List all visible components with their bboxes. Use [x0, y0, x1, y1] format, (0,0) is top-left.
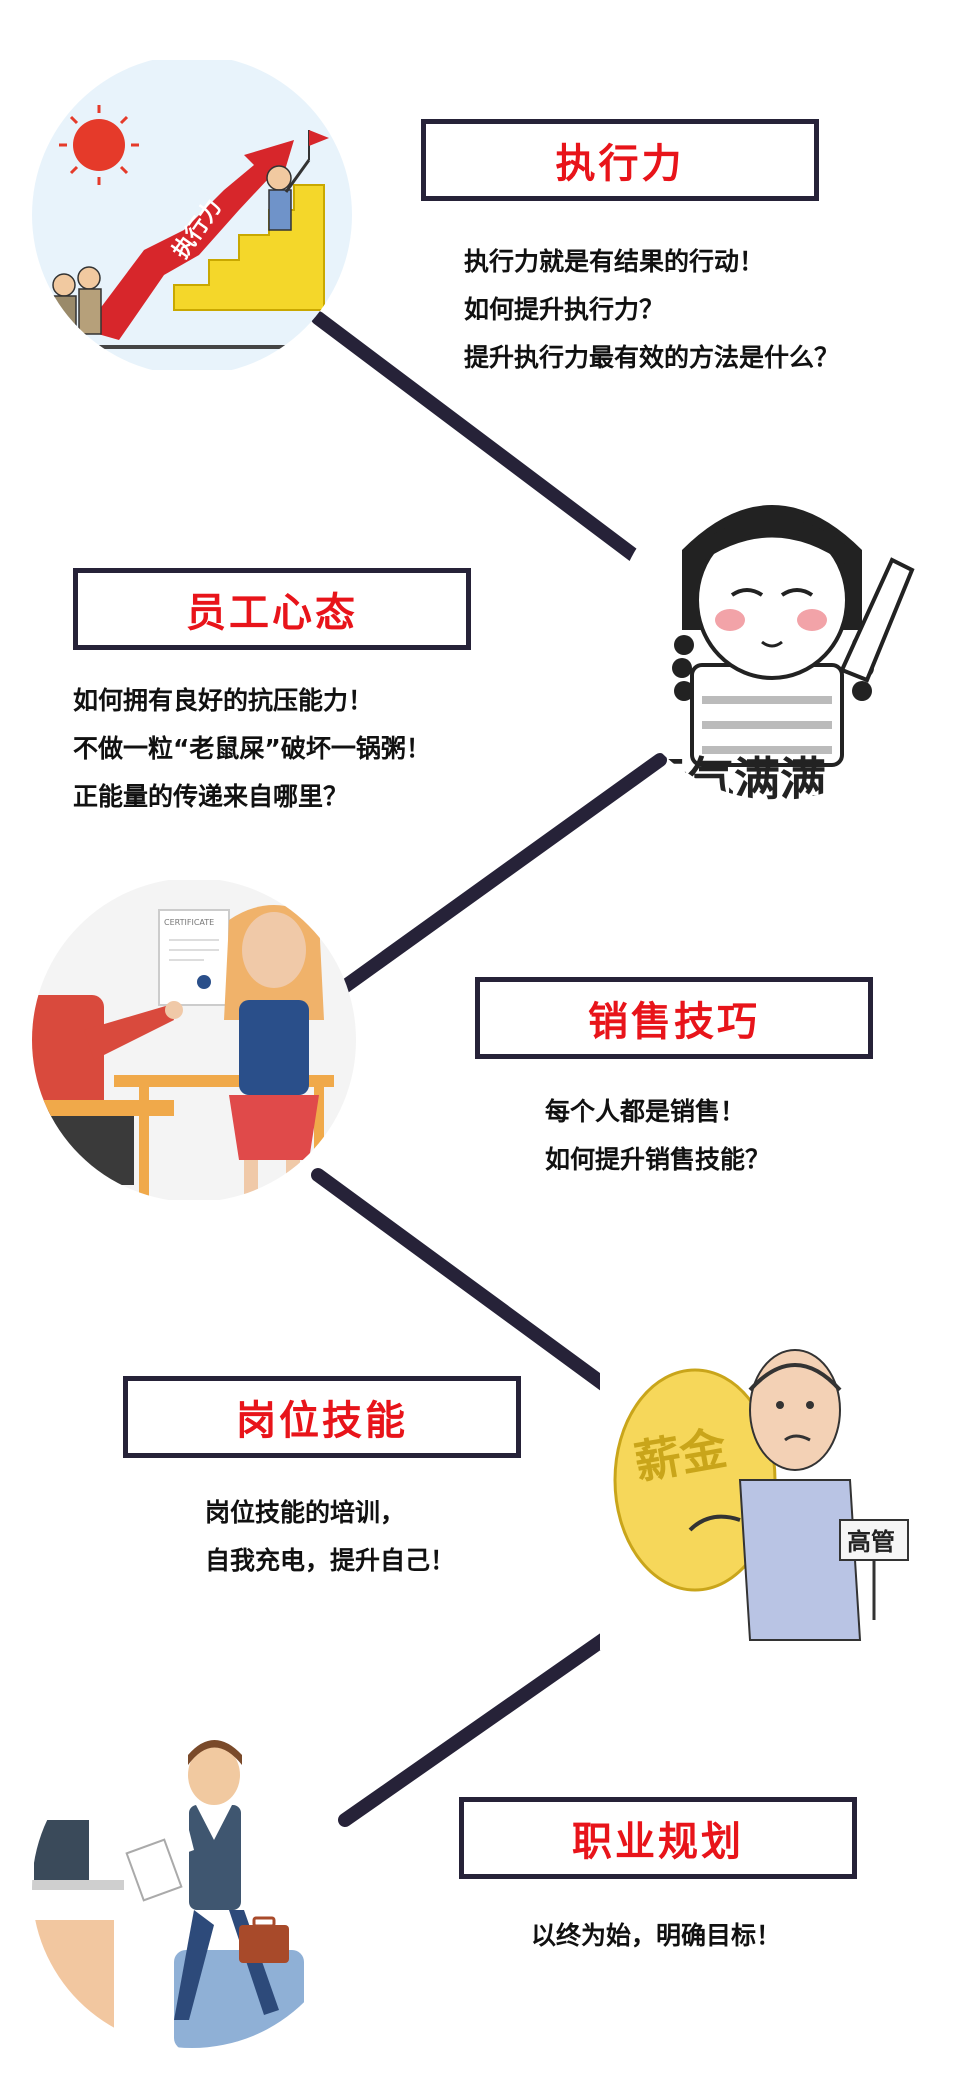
connector-line-1: [311, 311, 647, 567]
section-2-title-box: 员工心态: [73, 568, 471, 650]
section-3-title: 销售技巧: [588, 999, 760, 1045]
section-5-title-box: 职业规划: [459, 1797, 857, 1879]
section-4-line-2: 自我充电，提升自己！: [205, 1546, 456, 1575]
section-3-line-1: 每个人都是销售！: [545, 1097, 746, 1126]
certificate-label: CERTIFICATE: [164, 918, 214, 927]
sun-icon: [73, 119, 125, 171]
section-4-line-1: 岗位技能的培训，: [205, 1498, 406, 1527]
section-4-description: 岗位技能的培训， 自我充电，提升自己！: [205, 1489, 455, 1585]
section-2-line-1: 如何拥有良好的抗压能力！: [73, 686, 374, 715]
execution-stairs-illustration: 执行力: [32, 60, 352, 370]
section-2-line-3: 正能量的传递来自哪里？: [73, 782, 349, 811]
certificate-seal-icon: [197, 975, 211, 989]
section-2-description: 如何拥有良好的抗压能力！ 不做一粒“老鼠屎”破坏一锅粥！ 正能量的传递来自哪里？: [73, 677, 431, 821]
section-3-description: 每个人都是销售！ 如何提升销售技能？: [545, 1088, 770, 1184]
connector-line-3: [311, 1168, 632, 1407]
salary-manager-illustration: 薪金 高管: [600, 1320, 930, 1650]
section-2-line-2: 不做一粒“老鼠屎”破坏一锅粥！: [73, 734, 431, 763]
office-worker-illustration: [32, 1728, 352, 2048]
energetic-girl-illustration: 元气满满: [612, 470, 942, 800]
section-5-title: 职业规划: [572, 1819, 744, 1865]
sign-label: 高管: [847, 1528, 895, 1556]
climbing-figure: [266, 130, 329, 231]
title-sign: [839, 1519, 909, 1561]
section-3-line-2: 如何提升销售技能？: [545, 1145, 771, 1174]
interview-illustration: CERTIFICATE: [32, 880, 356, 1200]
section-1-line-1: 执行力就是有结果的行动！: [464, 247, 765, 276]
section-2-title: 员工心态: [186, 590, 358, 636]
section-1-title: 执行力: [555, 141, 685, 187]
section-4-title: 岗位技能: [236, 1398, 408, 1444]
section-1-description: 执行力就是有结果的行动！ 如何提升执行力？ 提升执行力最有效的方法是什么？: [464, 238, 839, 382]
section-4-title-box: 岗位技能: [123, 1376, 521, 1458]
section-1-line-2: 如何提升执行力？: [464, 295, 665, 324]
connector-line-2: [333, 753, 667, 997]
section-5-line-1: 以终为始，明确目标！: [531, 1921, 782, 1950]
girl-caption: 元气满满: [642, 752, 826, 800]
briefcase-icon: [239, 1925, 289, 1963]
section-1-line-3: 提升执行力最有效的方法是什么？: [464, 343, 840, 372]
section-1-title-box: 执行力: [421, 119, 819, 201]
section-3-title-box: 销售技巧: [475, 977, 873, 1059]
section-5-description: 以终为始，明确目标！: [531, 1912, 781, 1960]
